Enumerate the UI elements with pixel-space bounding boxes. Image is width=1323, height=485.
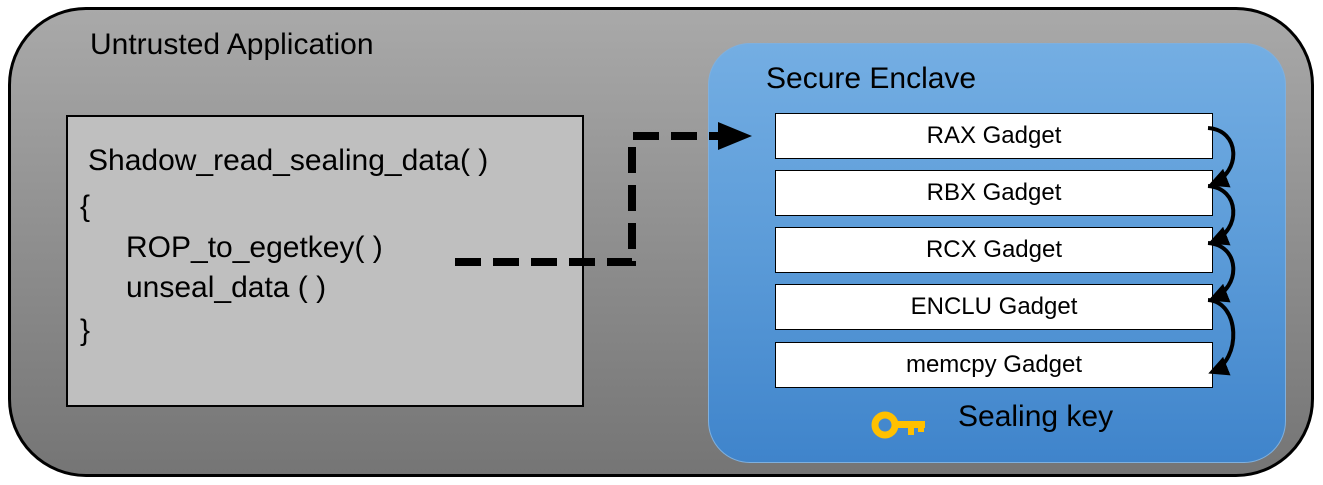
unseal-call-line: unseal_data ( )	[126, 271, 327, 304]
sealing-key-label: Sealing key	[958, 400, 1114, 433]
open-brace: {	[80, 190, 91, 223]
function-signature: Shadow_read_sealing_data( )	[88, 144, 489, 177]
gadget-box-enclu: ENCLU Gadget	[775, 284, 1213, 330]
secure-enclave-title: Secure Enclave	[766, 62, 977, 95]
gadget-box-rax: RAX Gadget	[775, 113, 1213, 159]
gadget-box-memcpy: memcpy Gadget	[775, 342, 1213, 388]
untrusted-application-title: Untrusted Application	[90, 28, 374, 61]
close-brace: }	[80, 314, 91, 347]
gadget-box-rbx: RBX Gadget	[775, 170, 1213, 216]
gadget-box-rcx: RCX Gadget	[775, 227, 1213, 273]
rop-call-line: ROP_to_egetkey( )	[126, 231, 383, 264]
